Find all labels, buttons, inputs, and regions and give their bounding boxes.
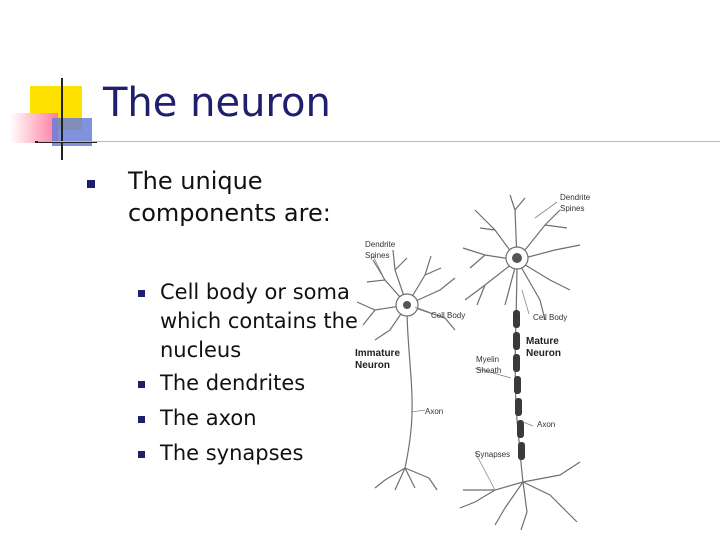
- sub-bullet-line: nucleus: [160, 338, 242, 362]
- sub-bullet-line: The synapses: [160, 441, 304, 465]
- deco-vertical-line: [61, 78, 63, 160]
- label-mature-neuron: Mature: [526, 336, 559, 347]
- label-myelin-sheath-2: Sheath: [476, 366, 501, 375]
- sub-bullet-text: The synapses: [160, 439, 303, 468]
- sub-bullet-line: which contains the: [160, 309, 358, 333]
- label-dendrite-spines-right: Dendrite: [560, 193, 591, 202]
- sub-bullet-marker: [138, 381, 145, 388]
- sub-bullet-marker: [138, 451, 145, 458]
- sub-bullet-marker: [138, 416, 145, 423]
- slide-title: The neuron: [103, 80, 331, 126]
- label-myelin-sheath: Myelin: [476, 355, 499, 364]
- label-dendrite-spines-left-2: Spines: [365, 251, 389, 260]
- neuron-diagram: Dendrite Spines Dendrite Spines Cell Bod…: [355, 193, 591, 531]
- main-bullet-line: components are:: [128, 199, 331, 227]
- label-cell-body-right: Cell Body: [533, 313, 567, 322]
- sub-bullet-text: The axon: [160, 404, 257, 433]
- sub-bullet-line: The axon: [160, 406, 257, 430]
- label-synapses: Synapses: [475, 450, 510, 459]
- sub-bullet-text: Cell body or soma which contains the nuc…: [160, 278, 358, 365]
- label-dendrite-spines-left: Dendrite: [365, 240, 396, 249]
- label-cell-body-left: Cell Body: [431, 311, 465, 320]
- title-rule: [38, 141, 720, 142]
- label-immature-neuron-2: Neuron: [355, 360, 390, 371]
- sub-bullet-line: The dendrites: [160, 371, 306, 395]
- label-axon-left: Axon: [425, 407, 443, 416]
- deco-pink-square: [10, 113, 58, 143]
- sub-bullet-line: Cell body or soma: [160, 280, 350, 304]
- main-bullet-text: The unique components are:: [128, 165, 331, 229]
- label-axon-right: Axon: [537, 420, 555, 429]
- deco-horizontal-line: [35, 141, 97, 143]
- main-bullet-line: The unique: [128, 167, 263, 195]
- label-dendrite-spines-right-2: Spines: [560, 204, 584, 213]
- label-immature-neuron: Immature: [355, 348, 400, 359]
- sub-bullet-text: The dendrites: [160, 369, 305, 398]
- main-bullet-marker: [87, 180, 95, 188]
- label-mature-neuron-2: Neuron: [526, 348, 561, 359]
- sub-bullet-marker: [138, 290, 145, 297]
